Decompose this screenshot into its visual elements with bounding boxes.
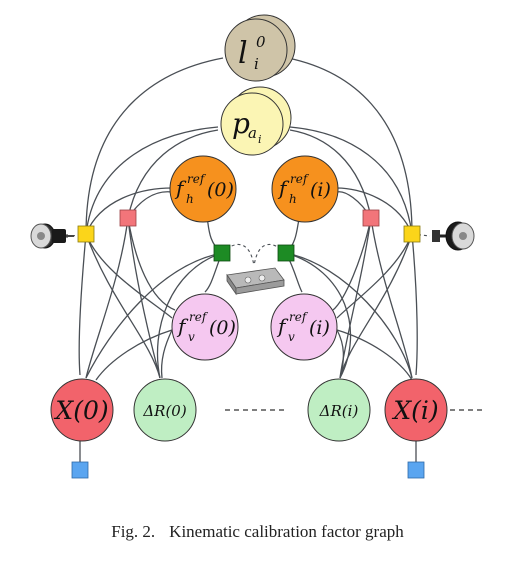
factor-graph-diagram: l 0 i p a i f ref h (0) f ref h (i) f re… [30, 14, 482, 479]
l-sup-text: 0 [256, 33, 266, 51]
xi-text: X(i) [391, 396, 438, 425]
fh0-sup-text: ref [187, 172, 207, 186]
factor-green-right [277, 244, 295, 262]
fh-ref-0-node: f ref h (0) [169, 155, 237, 223]
factor-yellow-right [403, 225, 421, 243]
fh0-arg-text: (0) [207, 179, 234, 201]
figure-caption: Fig. 2. Kinematic calibration factor grap… [0, 522, 515, 542]
fv0-sub-text: v [188, 330, 195, 344]
fv-ref-i-node: f ref v (i) [270, 293, 338, 361]
factor-blue-left [71, 461, 89, 479]
delta-r-i-node: ΔR(i) [307, 378, 371, 442]
x0-text: X(0) [53, 396, 108, 425]
fhi-sup-text: ref [290, 172, 310, 186]
encoder-left-icon [30, 223, 74, 249]
fv0-sup-text: ref [189, 310, 209, 324]
fh0-sub-text: h [186, 192, 194, 206]
dr0-text: ΔR(0) [142, 402, 187, 420]
fv-ref-0-node: f ref v (0) [171, 293, 239, 361]
fhi-sub-text: h [289, 192, 297, 206]
caption-text: Kinematic calibration factor graph [169, 522, 404, 541]
fvi-sub-text: v [288, 330, 295, 344]
fv0-arg-text: (0) [209, 317, 236, 339]
p-main-text: p [232, 107, 250, 140]
fvi-arg-text: (i) [309, 317, 330, 339]
factor-blue-right [407, 461, 425, 479]
caption-label: Fig. 2. [111, 522, 156, 541]
x-i-node: X(i) [384, 378, 448, 442]
fhi-arg-text: (i) [310, 179, 331, 201]
point-node-p: p a i [220, 86, 292, 156]
fvi-sup-text: ref [289, 310, 309, 324]
factor-yellow-left [77, 225, 95, 243]
p-sub-text: a [248, 124, 257, 142]
p-subsub-text: i [258, 133, 262, 146]
x-0-node: X(0) [50, 378, 114, 442]
factor-red-right [362, 209, 380, 227]
load-cell-icon [226, 267, 285, 296]
fh-ref-i-node: f ref h (i) [271, 155, 339, 223]
delta-r-0-node: ΔR(0) [133, 378, 197, 442]
l-sub-text: i [254, 55, 259, 73]
encoder-right-icon [432, 221, 475, 251]
landmark-node-l: l 0 i [224, 14, 296, 82]
dri-text: ΔR(i) [319, 402, 359, 420]
factor-red-left [119, 209, 137, 227]
l-main-text: l [238, 36, 248, 71]
factor-green-left [213, 244, 231, 262]
